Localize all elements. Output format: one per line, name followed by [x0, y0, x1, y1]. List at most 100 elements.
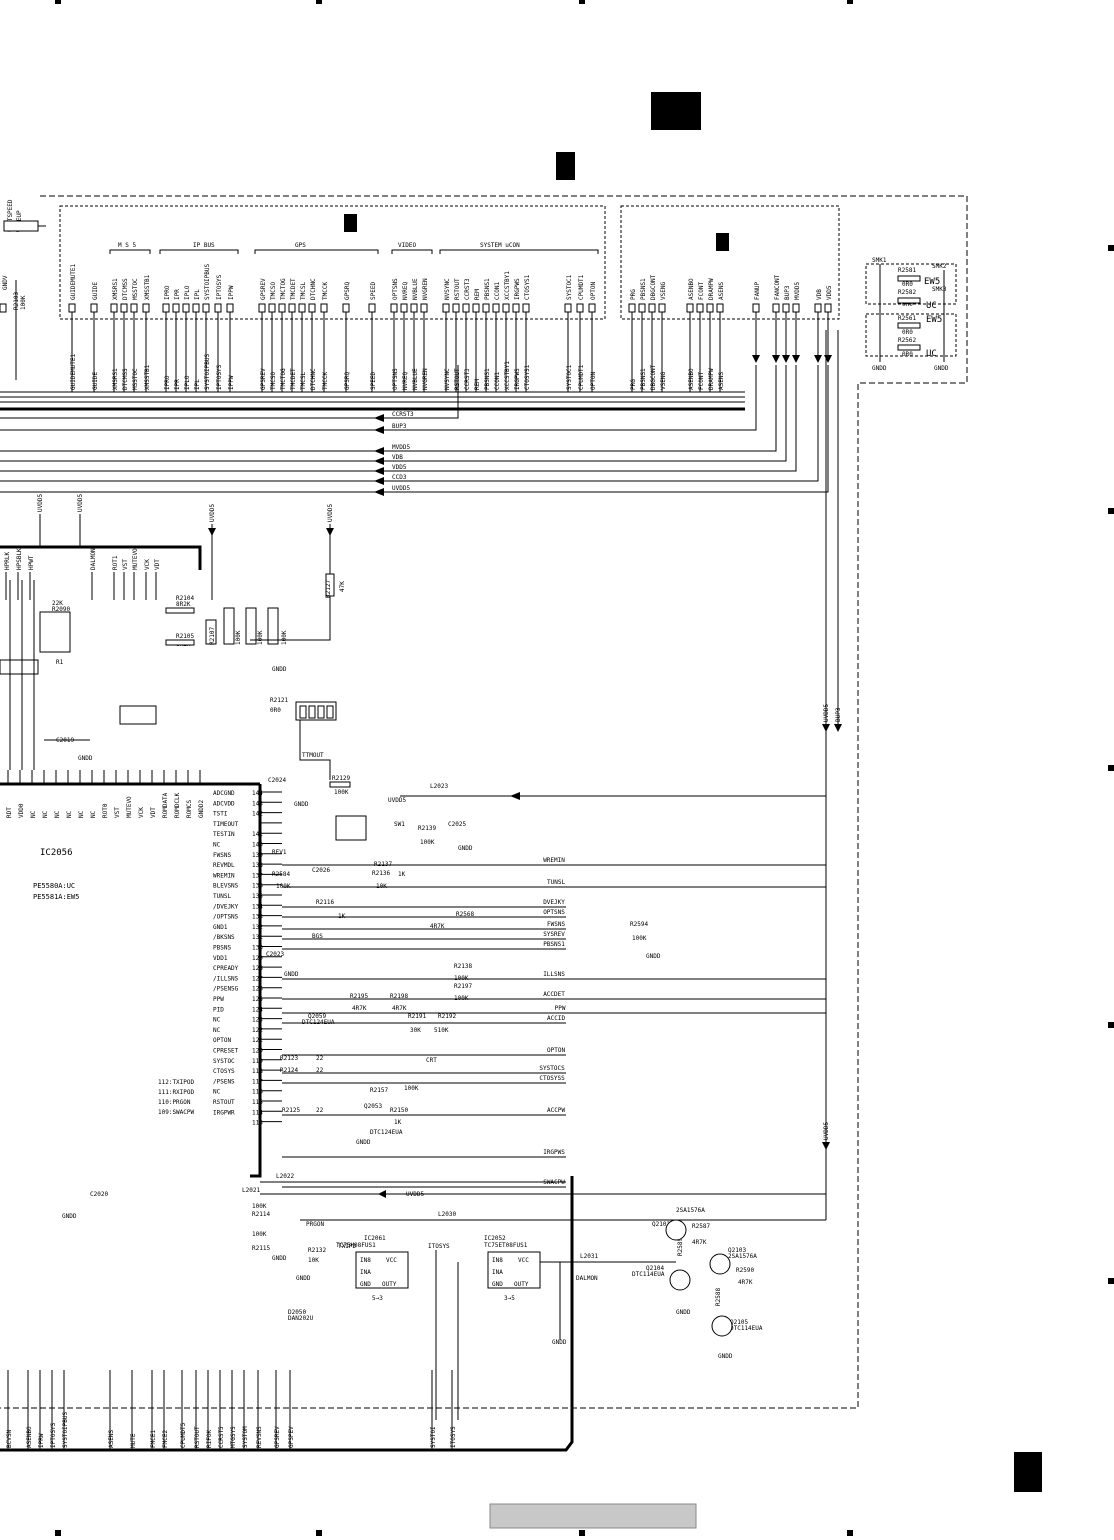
ic-pin-num-11: 134 [252, 903, 263, 910]
connector-pin-21 [368, 303, 376, 313]
svg-text:UVDD5: UVDD5 [37, 494, 44, 512]
connector-signal-45: ASENS [718, 282, 725, 300]
svg-text:UVDD5: UVDD5 [209, 504, 216, 522]
ic-pin-name-25: CPRESET [213, 1048, 239, 1055]
connector-arrow-49 [792, 355, 800, 363]
connector-signal-lower-7: IPR [174, 379, 181, 390]
connector-pin-27 [452, 303, 460, 313]
bottom-signal-10: RSTOUT [194, 1426, 201, 1448]
val-r2587: 4R7K [692, 1239, 707, 1246]
label-l2021: L2021 [242, 1187, 260, 1194]
ic-pin-num-25: 120 [252, 1048, 263, 1055]
ic-pin-name-6: FWSNS [213, 852, 231, 859]
label-rev1: REV1 [272, 849, 287, 856]
right-signal-15: IRGPWS [543, 1149, 565, 1156]
connector-signal-3: DTCMSS [122, 278, 129, 300]
rail-line-4 [0, 365, 797, 472]
connector-signal-21: SPEED [370, 282, 377, 300]
svg-text:GNDD: GNDD [62, 1213, 77, 1220]
ic-top-pin-9: VST [114, 807, 121, 818]
rail-line-0 [0, 365, 459, 419]
label-100k: 100K [20, 295, 27, 310]
connector-pin-1 [90, 303, 98, 313]
svg-text:R2138: R2138 [454, 963, 472, 970]
ic-pin-name-29: NC [213, 1089, 221, 1096]
connector-signal-lower-26: NVSYNC [444, 368, 451, 390]
connector-signal-1: GUIDE [92, 282, 99, 300]
connector-pin-48 [782, 303, 790, 313]
label-r2102: R2090 [52, 606, 70, 613]
connector-pin-5 [142, 303, 150, 313]
svg-text:R2195: R2195 [350, 993, 368, 1000]
ic-pin-name-3: TIMEOUT [213, 821, 239, 828]
top-left-signal-8: VDT [154, 559, 161, 570]
svg-text:GNDD: GNDD [272, 1255, 287, 1262]
ic-top-pin-11: VCK [138, 807, 145, 818]
bottom-signal-18: SYSTOI [430, 1426, 437, 1448]
top-left-signal-3: DALMON [90, 548, 97, 570]
label-2sa1576a-b: 2SA1576A [728, 1253, 757, 1260]
ic2052: IC2052 TC75ET08FUS1 IN8 INA GND VCC OUTY… [428, 1235, 676, 1420]
val-r2157: 100K [404, 1085, 419, 1092]
connector-pin-13 [258, 303, 266, 313]
ic-pin-num-1: 143 [252, 800, 263, 807]
svg-text:GNDD: GNDD [78, 755, 93, 762]
connector-signal-4: MSSTOC [132, 278, 139, 300]
svg-text:R2150: R2150 [390, 1107, 408, 1114]
ic-pin-name-23: NC [213, 1027, 221, 1034]
label-gndv: GNDV [2, 275, 9, 290]
ic-pin-name-13: GND1 [213, 924, 228, 931]
ic-pin-num-7: 138 [252, 862, 263, 869]
ic-pin-name-7: REVMDL [213, 862, 235, 869]
svg-text:R2192: R2192 [438, 1013, 456, 1020]
ic-pin-name-10: TUNSL [213, 893, 231, 900]
bottom-signal-4: SYSTOIPBUS [62, 1411, 69, 1448]
connector-signal-lower-41: VSENG [660, 372, 667, 390]
connector-signal-lower-17: TMCSL [300, 372, 307, 390]
connector-signal-16: TMCDET [290, 278, 297, 300]
right-signal-9: PPW [555, 1005, 566, 1012]
bottom-signal-8: FMCE2 [162, 1430, 169, 1448]
bottom-signal-3: IPTOSYS [50, 1422, 57, 1448]
connector-signal-14: TMCSO [270, 282, 277, 300]
val-r2191: 30K [410, 1027, 421, 1034]
bottom-signal-19: ITOSYS [450, 1426, 457, 1448]
svg-text:R2125: R2125 [282, 1107, 300, 1114]
connector-signal-lower-9: IPL [194, 379, 201, 390]
ic-pin-num-19: 126 [252, 986, 263, 993]
ic-pin-num-6: 139 [252, 852, 263, 859]
label-ew5-a: EW5 [924, 277, 940, 287]
svg-text:R2191: R2191 [408, 1013, 426, 1020]
connector-signal-20: GPSRQ [344, 282, 351, 300]
val-r2594: 100K [632, 935, 647, 942]
label-c2026: C2026 [312, 867, 330, 874]
connector-pin-28 [462, 303, 470, 313]
connector-pin-31 [492, 303, 500, 313]
ic2056-name: IC2056 [40, 848, 73, 858]
svg-text:GNDD: GNDD [646, 953, 661, 960]
section-header-1: IP BUS [193, 242, 215, 249]
label-q2105: Q2105 [730, 1319, 748, 1326]
ic-pin-name-4: TESTIN [213, 831, 235, 838]
connector-pin-24 [410, 303, 418, 313]
svg-text:UVDD5: UVDD5 [388, 797, 406, 804]
rail-line-2 [0, 365, 777, 452]
connector-pin-4 [130, 303, 138, 313]
section-bracket [439, 249, 599, 254]
connector-signal-lower-22: OPTSNS [392, 368, 399, 390]
connector-signal-lower-2: XMSRS1 [112, 368, 119, 390]
ic-top-pin-2: NC [30, 810, 37, 818]
rail-arrow-6 [374, 488, 384, 496]
connector-pin-25 [420, 303, 428, 313]
ic-pin-note-0: 112:TXIPOD [158, 1079, 195, 1086]
ic-pin-name-9: BLEVSNS [213, 883, 239, 890]
ic2061-part: TC75H08FUS1 [336, 1242, 376, 1249]
rail-line-6 [0, 365, 829, 493]
right-signal-3: OPTSNS [543, 909, 565, 916]
ic-pin-name-20: PPW [213, 996, 224, 1003]
svg-text:R2105: R2105 [176, 633, 194, 640]
label-r2562: R2562 [898, 337, 916, 344]
ic-top-pin-4: NC [54, 810, 61, 818]
